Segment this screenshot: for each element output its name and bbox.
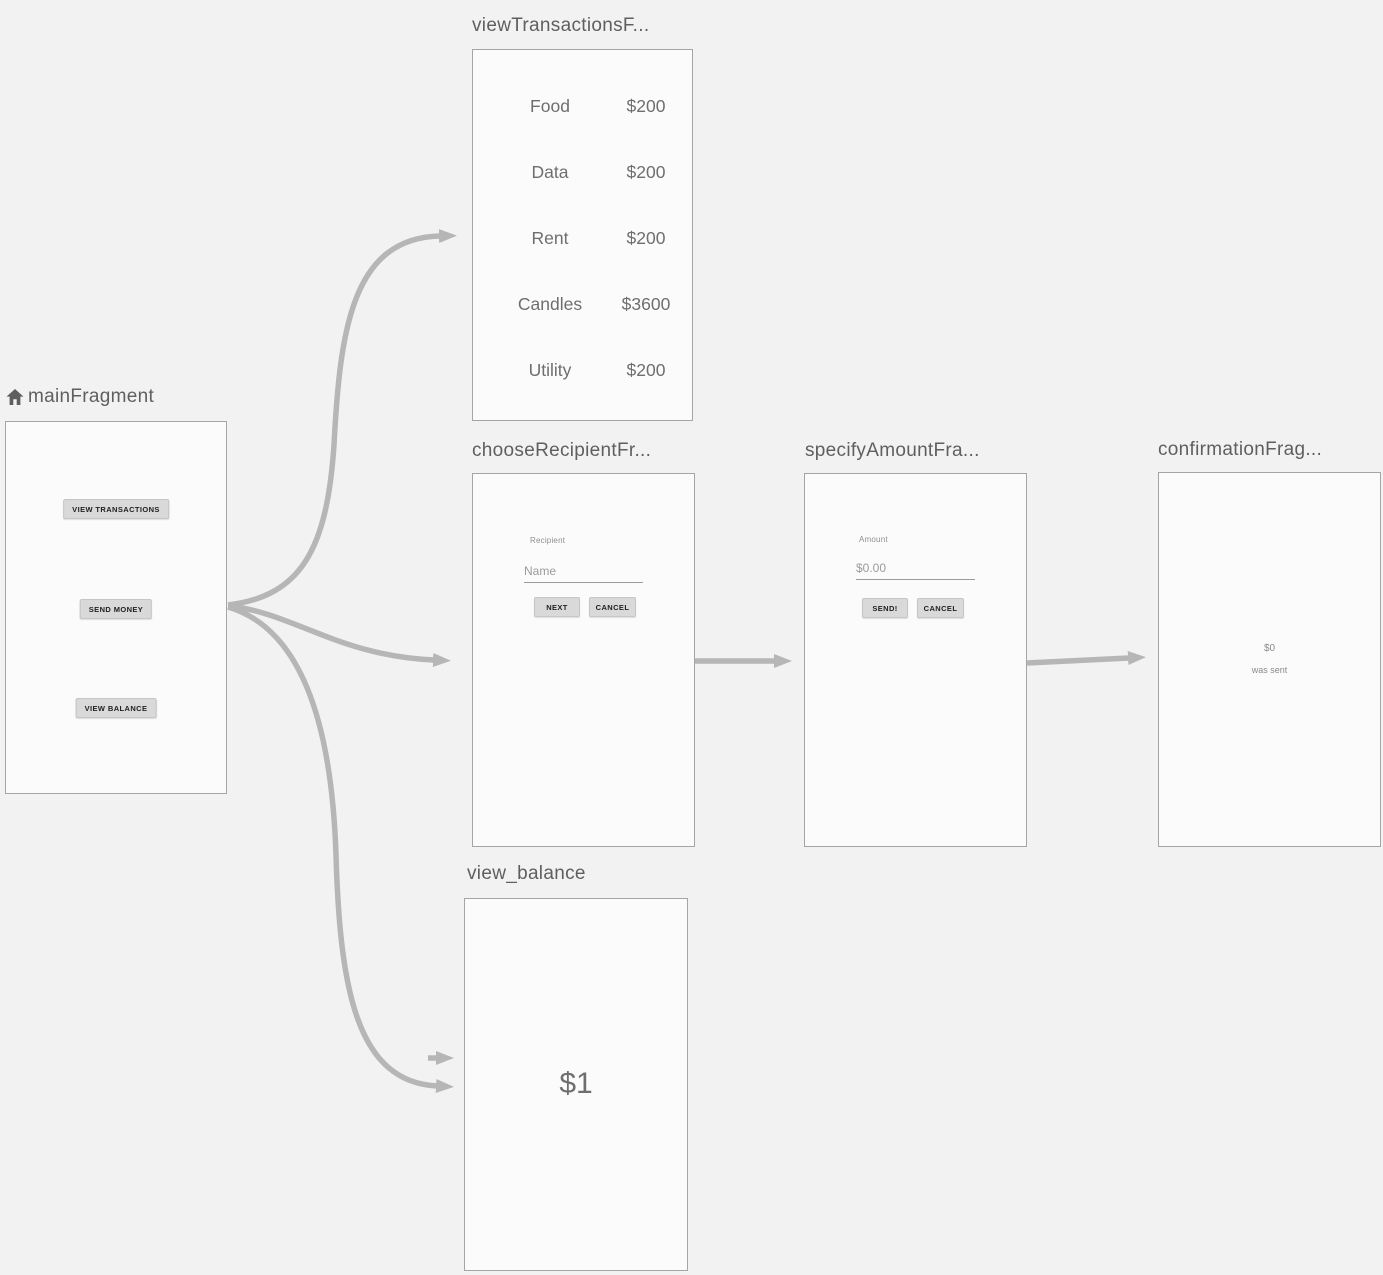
balance-value: $1 (559, 1067, 593, 1100)
recipient-name-input: Name (524, 564, 557, 578)
transaction-label: Candles (517, 294, 583, 314)
fragment-header-view-transactions[interactable]: viewTransactionsF... (472, 13, 649, 39)
transaction-amount: $3600 (621, 294, 671, 314)
fragment-card-view-transactions[interactable]: Food $200 Data $200 Rent $200 Candles $3… (472, 49, 693, 421)
action-arrow-main-to-view-balance[interactable] (227, 604, 454, 1093)
transaction-amount: $200 (626, 360, 666, 380)
fragment-title-specify-amount: specifyAmountFra... (805, 440, 980, 461)
transaction-label: Rent (531, 228, 569, 248)
transaction-label: Utility (528, 360, 572, 380)
transaction-row: Candles $3600 (473, 293, 692, 315)
fragment-title-view-balance: view_balance (467, 863, 586, 884)
fragment-header-choose-recipient[interactable]: chooseRecipientFr... (472, 438, 651, 464)
transaction-amount: $200 (626, 162, 666, 182)
action-arrow-specify-amount-to-confirmation[interactable] (1026, 651, 1146, 666)
fragment-header-confirmation[interactable]: confirmationFrag... (1158, 437, 1322, 463)
cancel-button: CANCEL (589, 597, 636, 617)
fragment-title-choose-recipient: chooseRecipientFr... (472, 440, 652, 461)
fragment-title-confirmation: confirmationFrag... (1158, 439, 1323, 460)
fragment-header-view-balance[interactable]: view_balance (467, 861, 586, 887)
transaction-label: Data (531, 162, 569, 182)
transaction-amount: $200 (626, 228, 666, 248)
home-icon (5, 387, 25, 407)
input-underline (856, 579, 975, 580)
fragment-card-view-balance[interactable]: $1 (464, 898, 688, 1271)
transaction-row: Utility $200 (473, 359, 692, 381)
input-underline (524, 582, 643, 583)
fragment-title-main: mainFragment (28, 386, 155, 407)
fragment-card-choose-recipient[interactable]: Recipient Name NEXT CANCEL (472, 473, 695, 847)
transaction-row: Food $200 (473, 95, 692, 117)
recipient-field-label: Recipient (530, 536, 566, 545)
amount-field-label: Amount (859, 535, 888, 544)
confirmation-message: was sent (1251, 665, 1288, 675)
send-money-button: SEND MONEY (79, 599, 153, 619)
action-arrow-main-to-view-transactions[interactable] (227, 229, 457, 608)
transaction-amount: $200 (626, 96, 666, 116)
fragment-card-main[interactable]: VIEW TRANSACTIONS SEND MONEY VIEW BALANC… (5, 421, 227, 794)
fragment-title-view-transactions: viewTransactionsF... (472, 15, 650, 36)
fragment-header-main[interactable]: mainFragment (5, 384, 154, 410)
confirmation-amount: $0 (1263, 643, 1276, 654)
transaction-label: Food (530, 96, 570, 116)
fragment-card-specify-amount[interactable]: Amount $0.00 SEND! CANCEL (804, 473, 1027, 847)
fragment-header-specify-amount[interactable]: specifyAmountFra... (805, 438, 980, 464)
next-button: NEXT (534, 597, 580, 617)
amount-input: $0.00 (856, 561, 887, 575)
cancel-button: CANCEL (917, 598, 964, 618)
transaction-row: Data $200 (473, 161, 692, 183)
send-button: SEND! (862, 598, 908, 618)
transaction-row: Rent $200 (473, 227, 692, 249)
view-transactions-button: VIEW TRANSACTIONS (63, 499, 169, 519)
action-arrow-main-to-choose-recipient[interactable] (227, 603, 451, 667)
fragment-card-confirmation[interactable]: $0 was sent (1158, 472, 1381, 847)
view-balance-button: VIEW BALANCE (75, 698, 157, 718)
